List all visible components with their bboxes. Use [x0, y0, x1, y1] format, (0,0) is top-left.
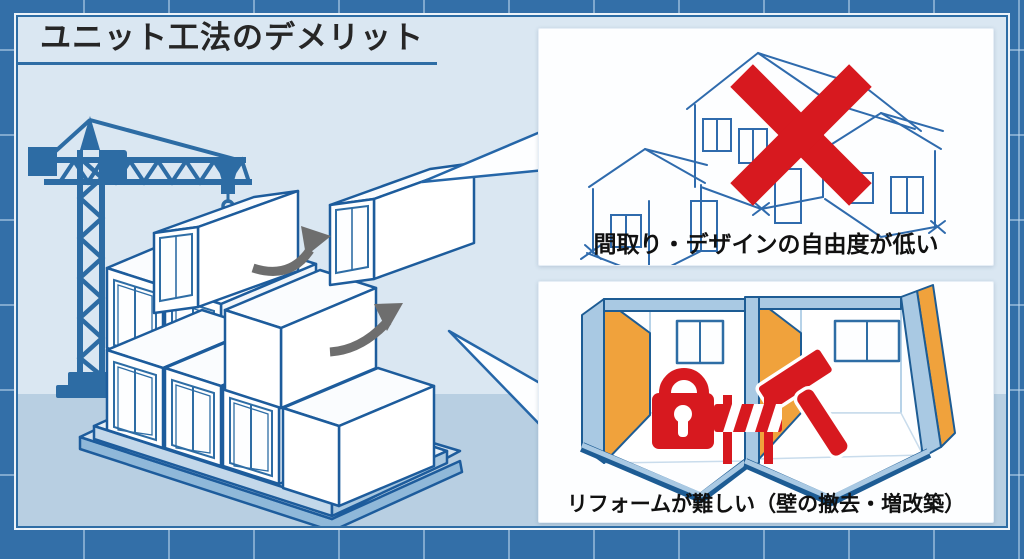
house-sketch-figure: [580, 51, 946, 265]
construction-barrier-icon: [714, 395, 782, 464]
reform-caption: リフォームが難しい（壁の撤去・増改築）: [566, 493, 966, 516]
curved-arrow-1: [251, 226, 331, 276]
panel-floorplan: 間取り・デザインの自由度が低い: [538, 28, 994, 266]
red-x-icon: [730, 64, 872, 206]
hanging-unit: [152, 189, 300, 315]
callout-pointer-top: [420, 128, 547, 184]
house-sketch-icon: [580, 51, 946, 265]
hammer-icon: [755, 346, 851, 460]
padlock-icon: [652, 368, 714, 449]
page-title: ユニット工法のデメリット: [40, 19, 424, 58]
room-left: [580, 298, 751, 503]
diagram-canvas: ユニット工法のデメリット: [16, 15, 1008, 528]
rooms-illustration: [580, 284, 956, 506]
floating-unit: [328, 161, 476, 287]
floorplan-caption: 間取り・デザインの自由度が低い: [593, 231, 939, 257]
tower-crane-icon: [28, 116, 252, 398]
curved-arrow-2: [329, 303, 403, 357]
title-underline: [18, 62, 437, 65]
panel-reform: リフォームが難しい（壁の撤去・増改築）: [538, 281, 994, 523]
inner-white-line: ユニット工法のデメリット: [14, 13, 1010, 530]
page-title-text: ユニット工法のデメリット: [40, 20, 424, 55]
